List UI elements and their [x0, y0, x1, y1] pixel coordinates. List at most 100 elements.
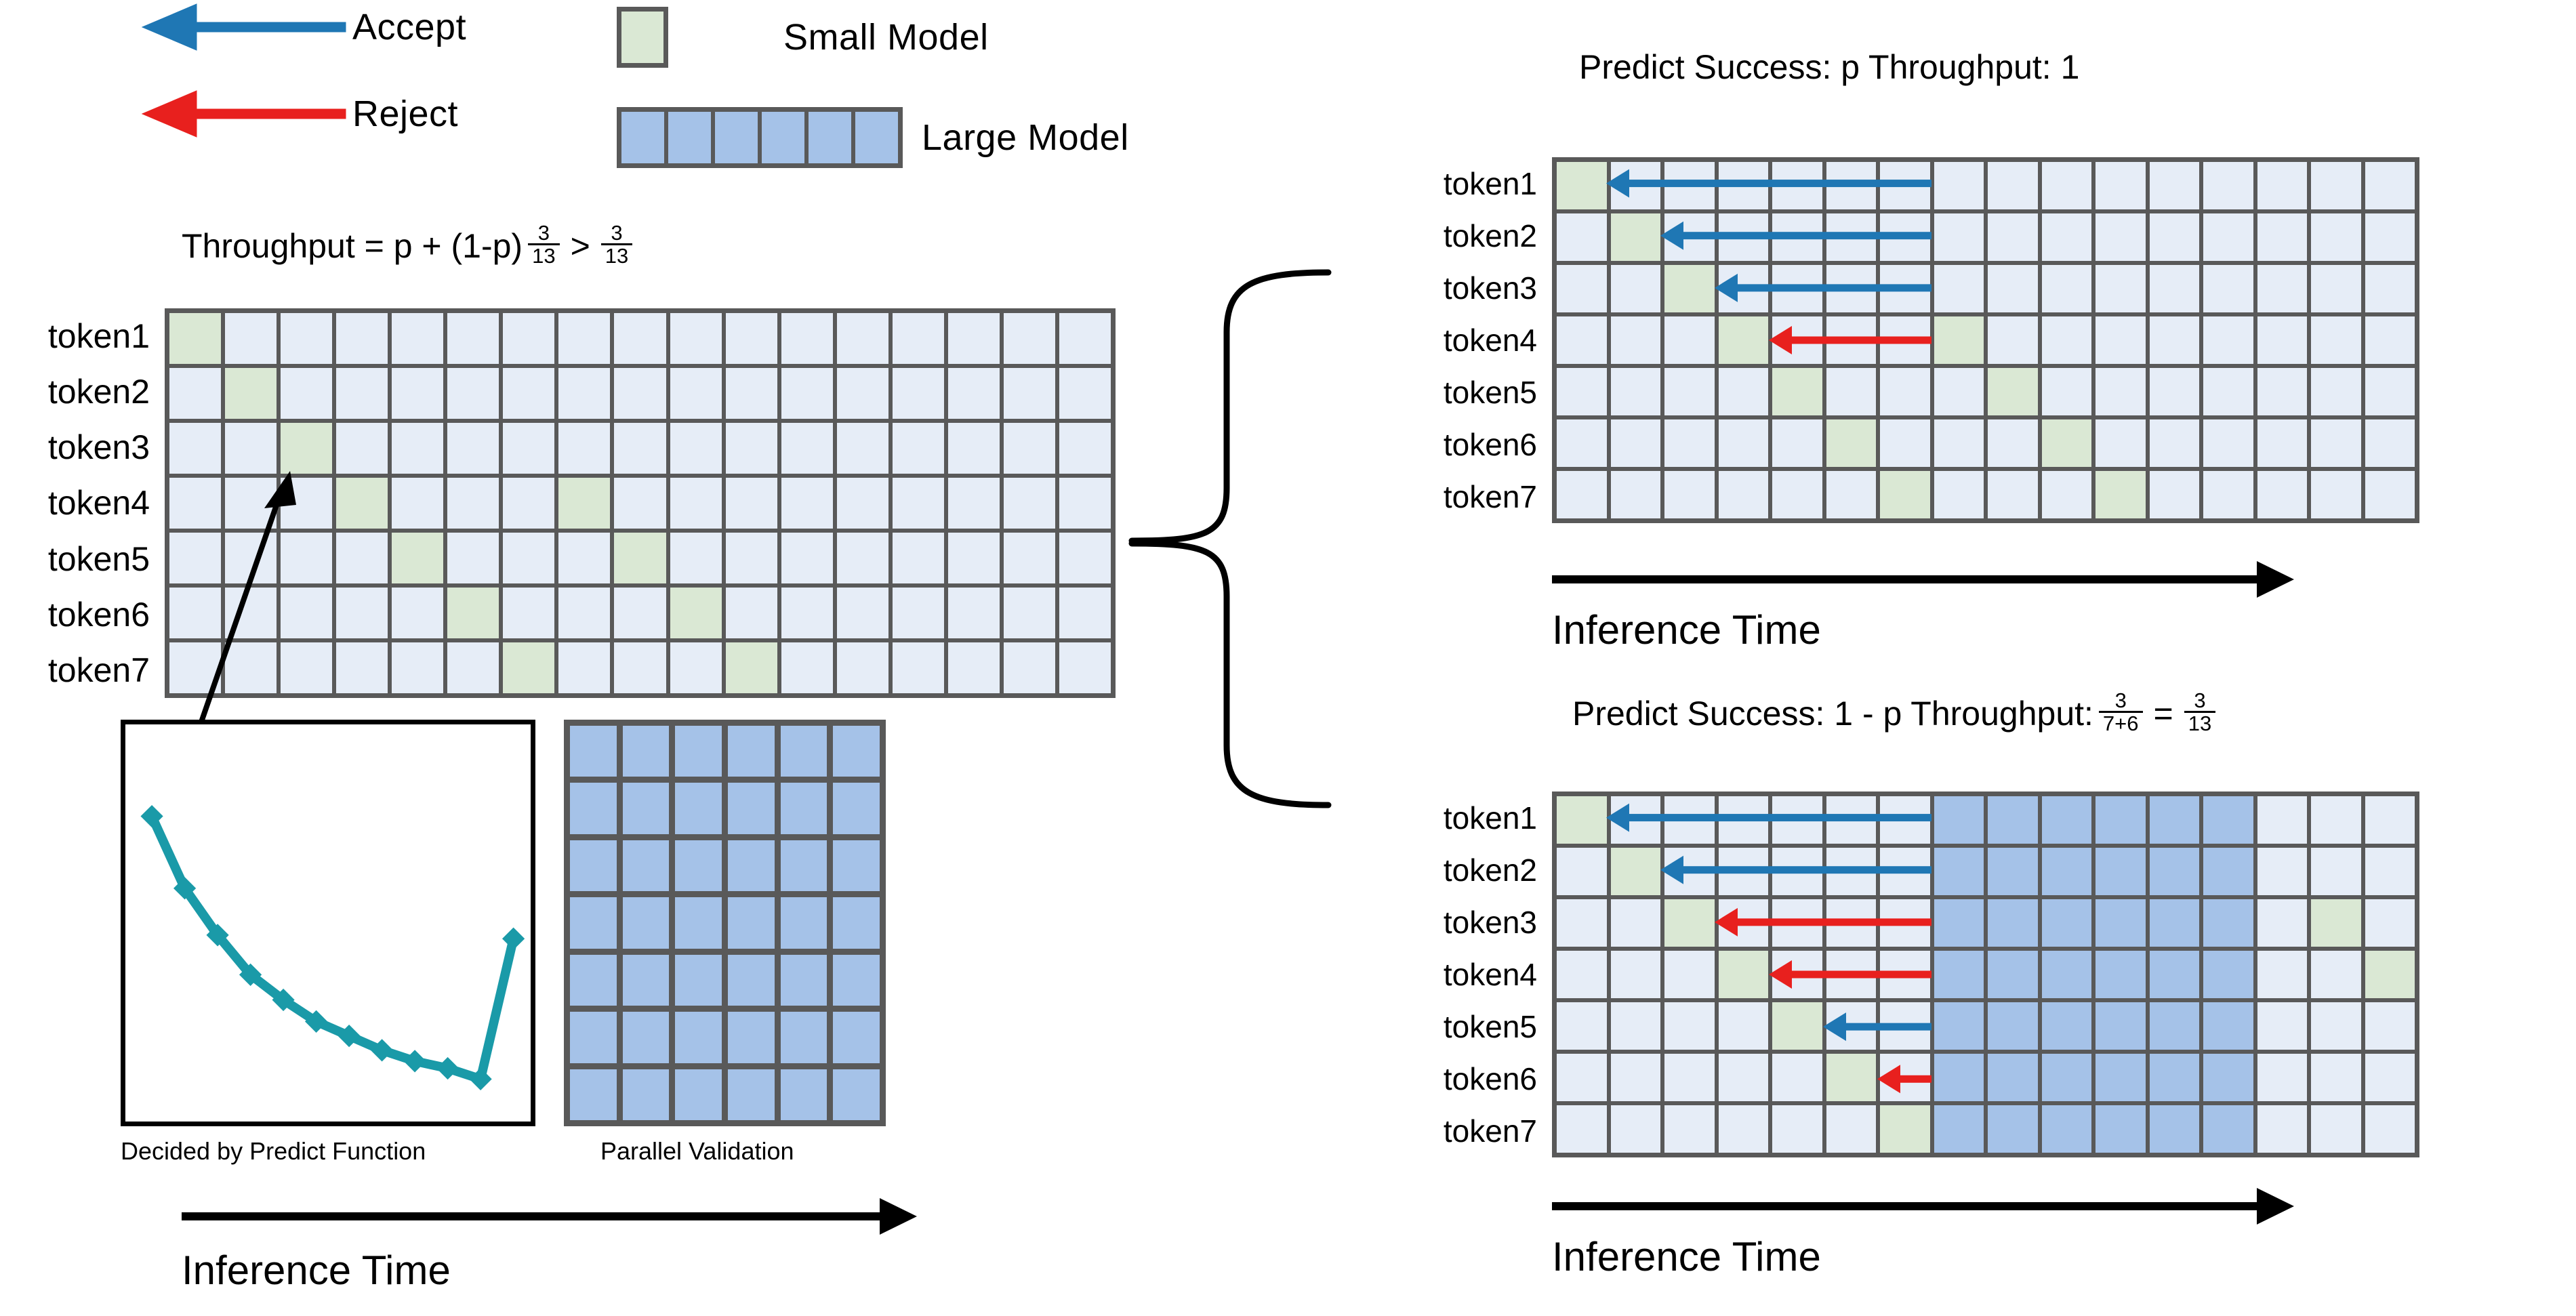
grid-cell-r6-c16	[2365, 1054, 2415, 1101]
grid-cell-r1-c9	[1988, 162, 2038, 209]
grid-cell-r3-c12	[2149, 899, 2199, 947]
grid-cell-r5-c13	[836, 533, 888, 583]
grid-cell-r5-c2	[622, 954, 670, 1006]
chart-marker-5	[272, 988, 295, 1012]
grid-cell-r4-c14	[2257, 951, 2307, 998]
bottom-right-title: Predict Success: 1 - p Throughput: 3 7+6…	[1572, 690, 2221, 735]
grid-cell-r3-c16	[1003, 423, 1055, 474]
grid-cell-r4-c16	[2365, 951, 2415, 998]
grid-cell-r7-c13	[2203, 1105, 2253, 1153]
grid-cell-r2-c11	[725, 368, 777, 419]
grid-cell-r1-c13	[2203, 796, 2253, 844]
grid-cell-r3-c13	[2203, 265, 2253, 312]
grid-cell-r7-c11	[725, 642, 777, 693]
grid-cell-r7-c4	[1718, 471, 1768, 518]
grid-cell-r2-c16	[1003, 368, 1055, 419]
grid-cell-r7-c11	[2095, 471, 2146, 518]
grid-cell-r5-c8	[1934, 368, 1984, 415]
grid-cell-r2-c13	[2203, 848, 2253, 895]
grid-cell-r3-c2	[622, 840, 670, 892]
grid-cell-r1-c12	[781, 313, 833, 364]
accept-arrow-icon-row1	[1606, 169, 1931, 198]
bottom-right-inference-time-arrow-icon	[1552, 1188, 2294, 1225]
top-right-panel	[1552, 157, 2419, 523]
grid-cell-r7-c12	[2149, 471, 2199, 518]
grid-cell-r5-c5	[392, 533, 444, 583]
grid-cell-r3-c2	[1610, 899, 1660, 947]
grid-cell-r6-c13	[836, 588, 888, 638]
grid-cell-r3-c5	[392, 423, 444, 474]
grid-cell-r6-c6	[1826, 419, 1876, 467]
grid-cell-r6-c5	[392, 588, 444, 638]
grid-cell-r6-c8	[1934, 1054, 1984, 1101]
grid-cell-r6-c6	[833, 1012, 880, 1063]
grid-cell-r2-c8	[1934, 213, 1984, 261]
grid-cell-r3-c13	[2203, 899, 2253, 947]
grid-cell-r5-c8	[1934, 1002, 1984, 1050]
grid-cell-r5-c12	[781, 533, 833, 583]
grid-cell-r5-c3	[1664, 368, 1715, 415]
grid-cell-r2-c12	[2149, 848, 2199, 895]
grid-cell-r5-c16	[2365, 368, 2415, 415]
grid-cell-r4-c4	[727, 897, 775, 949]
grid-cell-r2-c1	[1557, 213, 1607, 261]
grid-cell-r2-c15	[947, 368, 1000, 419]
grid-cell-r7-c15	[947, 642, 1000, 693]
grid-cell-r3-c14	[2257, 899, 2307, 947]
grid-cell-r1-c16	[1003, 313, 1055, 364]
grid-cell-r5-c11	[725, 533, 777, 583]
grid-cell-r4-c9	[1988, 951, 2038, 998]
token-label-1: token1	[47, 317, 150, 356]
reject-arrow-icon-row4	[1769, 960, 1931, 989]
grid-cell-r1-c7	[503, 313, 555, 364]
grid-cell-r4-c2	[622, 897, 670, 949]
grid-cell-r3-c6	[447, 423, 499, 474]
grid-cell-r3-c15	[947, 423, 1000, 474]
grid-cell-r2-c12	[2149, 213, 2199, 261]
grid-cell-r6-c3	[1664, 419, 1715, 467]
reject-arrow-icon-row4	[1769, 326, 1931, 354]
grid-cell-r4-c16	[2365, 316, 2415, 364]
grid-cell-r2-c5	[392, 368, 444, 419]
grid-cell-r6-c14	[892, 588, 944, 638]
grid-cell-r7-c10	[670, 642, 722, 693]
grid-cell-r4-c4	[1718, 316, 1768, 364]
grid-cell-r7-c5	[780, 1069, 827, 1120]
token-label-1: token1	[1443, 165, 1537, 201]
grid-cell-r4-c7	[503, 478, 555, 529]
grid-cell-r5-c4	[727, 954, 775, 1006]
grid-cell-r3-c11	[2095, 265, 2146, 312]
grid-cell-r4-c10	[670, 478, 722, 529]
grid-cell-r4-c13	[2203, 951, 2253, 998]
grid-cell-r6-c3	[675, 1012, 722, 1063]
top-right-inference-time-label: Inference Time	[1552, 607, 1821, 653]
grid-cell-r2-c10	[670, 368, 722, 419]
grid-cell-r5-c6	[1826, 368, 1876, 415]
grid-cell-r7-c1	[1557, 1105, 1607, 1153]
grid-cell-r4-c3	[675, 897, 722, 949]
grid-cell-r2-c6	[833, 783, 880, 834]
grid-cell-r5-c10	[2041, 1002, 2091, 1050]
grid-cell-r6-c10	[2041, 419, 2091, 467]
grid-cell-r3-c6	[833, 840, 880, 892]
grid-cell-r5-c13	[2203, 368, 2253, 415]
grid-cell-r4-c1	[1557, 316, 1607, 364]
top-right-title: Predict Success: p Throughput: 1	[1579, 48, 2080, 86]
grid-cell-r7-c6	[1826, 471, 1876, 518]
grid-cell-r7-c15	[2311, 471, 2361, 518]
grid-cell-r1-c5	[780, 726, 827, 777]
grid-cell-r5-c9	[1988, 368, 2038, 415]
grid-cell-r7-c8	[1934, 471, 1984, 518]
bottom-title-lead: Predict Success: 1 - p Throughput:	[1572, 694, 2093, 733]
token-label-2: token2	[1443, 218, 1537, 253]
grid-cell-r6-c2	[622, 1012, 670, 1063]
grid-cell-r2-c14	[2257, 213, 2307, 261]
bottom-right-inference-time-label: Inference Time	[1552, 1234, 1821, 1279]
grid-cell-r2-c14	[892, 368, 944, 419]
predict-function-chart	[121, 720, 535, 1126]
grid-cell-r5-c2	[1610, 1002, 1660, 1050]
grid-cell-r2-c4	[336, 368, 388, 419]
grid-cell-r7-c1	[570, 1069, 617, 1120]
grid-cell-r5-c15	[2311, 1002, 2361, 1050]
grid-cell-r6-c6	[1826, 1054, 1876, 1101]
